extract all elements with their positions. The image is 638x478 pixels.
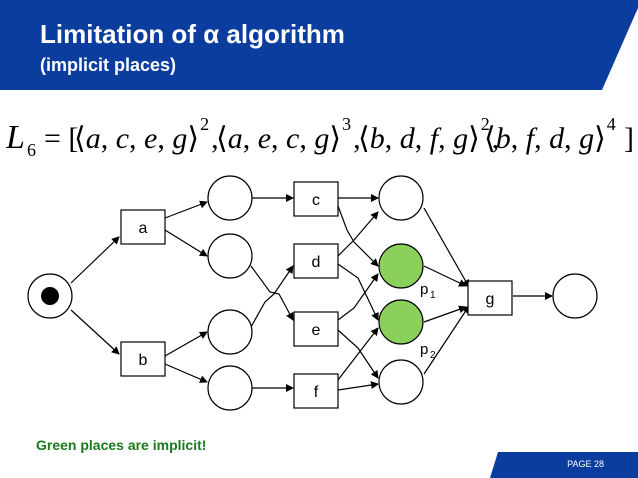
arc-b-place3 <box>164 331 208 357</box>
transition-e <box>293 311 339 347</box>
transition-label-a: a <box>139 220 148 237</box>
header-banner: Limitation of α algorithm (implicit plac… <box>0 0 638 96</box>
header-background <box>0 0 638 90</box>
arc-place5-g <box>423 207 470 288</box>
implicit-place-p1 <box>378 243 424 289</box>
arc-f-place6 <box>337 381 379 391</box>
equals-bracket: = [ <box>44 122 78 155</box>
log-name: L <box>6 119 25 156</box>
arc-start-a <box>70 236 120 284</box>
slide-subtitle: (implicit places) <box>40 55 177 75</box>
transition-label-g: g <box>486 291 495 308</box>
implicit-note: Green places are implicit! <box>36 437 207 453</box>
arc-c-p1 <box>337 205 379 267</box>
trace-separator: , <box>492 122 500 155</box>
arc-place3-d <box>250 265 294 328</box>
trace-separator: , <box>353 122 361 155</box>
arc-d-p2 <box>337 263 379 321</box>
trace-1: ⟨a, c, e, g⟩ <box>74 122 199 155</box>
arc-place2-e <box>250 265 294 321</box>
transition-label-b: b <box>139 352 148 369</box>
log-index: 6 <box>27 140 36 160</box>
transition-label-f: f <box>314 384 319 401</box>
arc-a-place1 <box>164 200 208 219</box>
transition-b <box>120 341 166 377</box>
arc-a-place2 <box>164 229 208 257</box>
transition-a <box>120 209 166 245</box>
arc-f-p2 <box>337 327 379 381</box>
token-icon <box>41 287 59 305</box>
p2-index: 2 <box>430 350 436 361</box>
trace-separator: , <box>211 122 219 155</box>
arc-start-b <box>70 309 120 355</box>
arc-p2-g <box>423 305 467 323</box>
arc-place6-g <box>423 305 470 375</box>
places <box>27 175 598 411</box>
p1-index: 1 <box>430 290 436 301</box>
p2-label: p <box>420 341 428 358</box>
transition-c <box>293 181 339 217</box>
trace-2: ⟨a, e, c, g⟩ <box>216 122 341 155</box>
trace-3-count: 2 <box>481 114 490 134</box>
trace-4-count: 4 <box>607 114 616 134</box>
place-a-e <box>207 233 253 279</box>
transition-label-c: c <box>312 192 320 209</box>
place-cd-g <box>378 175 424 221</box>
arc-b-place4 <box>164 363 208 383</box>
end-place <box>552 273 598 319</box>
transition-g <box>467 280 513 316</box>
trace-3: ⟨b, d, f, g⟩ <box>358 122 480 155</box>
place-ef-g <box>378 359 424 405</box>
footer-bar <box>490 452 638 478</box>
arc-d-place5 <box>337 211 379 257</box>
transition-label-e: e <box>312 322 321 339</box>
arcs <box>70 194 553 392</box>
place-b-d <box>207 309 253 355</box>
p1-label: p <box>420 281 428 298</box>
transition-d <box>293 243 339 279</box>
implicit-place-p2 <box>378 299 424 345</box>
event-log-formula: L 6 = [ ⟨a, c, e, g⟩2,⟨a, e, c, g⟩3,⟨b, … <box>6 114 634 160</box>
transitions <box>120 181 513 409</box>
arc-e-place6 <box>337 329 379 379</box>
trace-4: ⟨b, f, d, g⟩ <box>484 122 606 155</box>
trace-list: ⟨a, c, e, g⟩2,⟨a, e, c, g⟩3,⟨b, d, f, g⟩… <box>74 114 616 155</box>
trace-2-count: 3 <box>342 114 351 134</box>
arc-p1-g <box>423 265 467 287</box>
slide-title: Limitation of α algorithm <box>40 19 345 49</box>
place-b-f <box>207 365 253 411</box>
page-number: PAGE 28 <box>567 459 604 469</box>
petri-net: a b c d e f g p 1 p 2 <box>27 175 598 411</box>
arc-e-p1 <box>337 273 379 321</box>
trace-1-count: 2 <box>200 114 209 134</box>
place-a-c <box>207 175 253 221</box>
transition-f <box>293 373 339 409</box>
transition-label-d: d <box>312 254 321 271</box>
closing-bracket: ] <box>624 122 634 155</box>
